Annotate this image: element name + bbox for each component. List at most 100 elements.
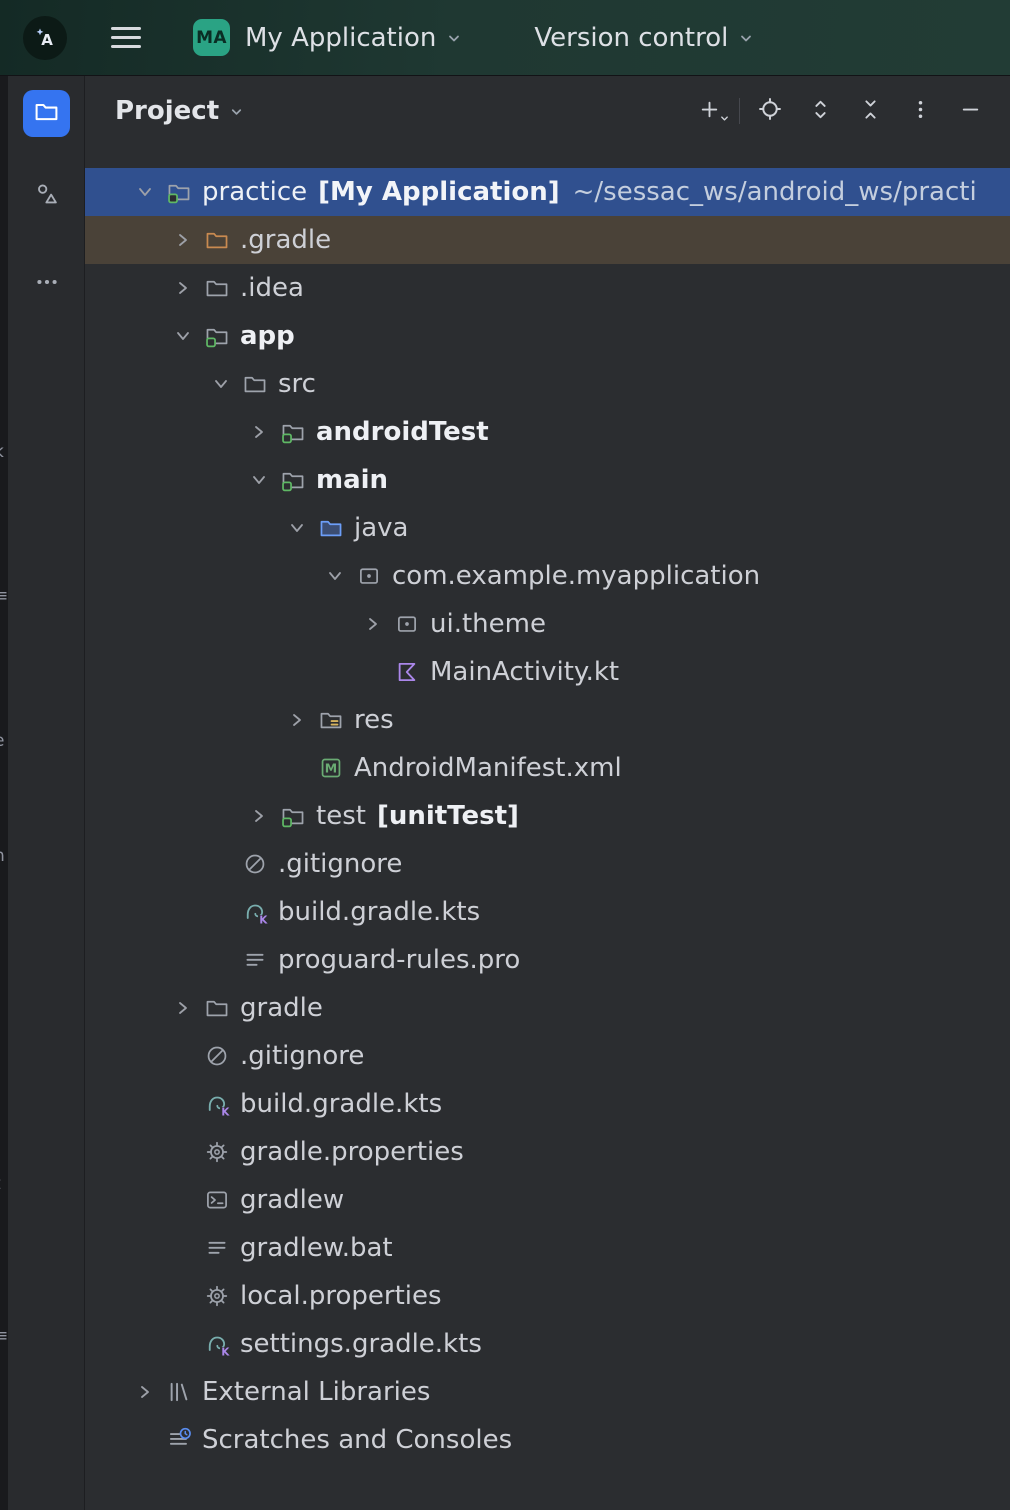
tree-row[interactable]: res: [85, 696, 1010, 744]
chevron-spacer: [204, 840, 238, 888]
chevron-right-icon[interactable]: [242, 408, 276, 456]
locate-file-button[interactable]: [750, 91, 790, 131]
tree-row[interactable]: .gitignore: [85, 840, 1010, 888]
version-control-label: Version control: [534, 22, 729, 53]
ignore-file-icon: [238, 840, 272, 888]
tree-item-label: main: [316, 465, 389, 495]
tree-row[interactable]: androidTest: [85, 408, 1010, 456]
res-folder-icon: [314, 696, 348, 744]
chevron-down-icon: [720, 108, 729, 127]
structure-tool-button[interactable]: [23, 172, 70, 219]
panel-title[interactable]: Project: [115, 96, 220, 126]
chevron-right-icon[interactable]: [166, 264, 200, 312]
tree-item-label: gradle.properties: [240, 1137, 464, 1167]
tree-item-label: MainActivity.kt: [430, 657, 620, 687]
ellipsis-icon: [34, 269, 60, 299]
chevron-right-icon[interactable]: [166, 984, 200, 1032]
chevron-down-icon[interactable]: [204, 360, 238, 408]
chevron-right-icon[interactable]: [280, 696, 314, 744]
kebab-icon: [908, 97, 933, 126]
chevron-down-icon[interactable]: [229, 104, 244, 123]
project-widget[interactable]: My Application: [230, 23, 462, 53]
chevron-down-icon[interactable]: [280, 504, 314, 552]
tree-item-label: .gitignore: [278, 849, 403, 879]
chevron-right-icon[interactable]: [242, 792, 276, 840]
project-tree: practice[My Application]~/sessac_ws/andr…: [85, 146, 1010, 1510]
chevron-right-icon[interactable]: [356, 600, 390, 648]
tree-item-label: settings.gradle.kts: [240, 1329, 482, 1359]
folder-icon: [33, 98, 60, 129]
add-button[interactable]: [689, 91, 729, 131]
tree-row[interactable]: ui.theme: [85, 600, 1010, 648]
tree-row[interactable]: MainActivity.kt: [85, 648, 1010, 696]
tree-row[interactable]: gradlew.bat: [85, 1224, 1010, 1272]
tree-item-label: test: [316, 801, 366, 831]
package-icon: [390, 600, 424, 648]
tree-row[interactable]: proguard-rules.pro: [85, 936, 1010, 984]
tree-row[interactable]: com.example.myapplication: [85, 552, 1010, 600]
more-tool-windows-button[interactable]: [23, 260, 70, 307]
folder-icon: [200, 264, 234, 312]
tree-row[interactable]: practice[My Application]~/sessac_ws/andr…: [85, 168, 1010, 216]
hide-panel-button[interactable]: [950, 91, 990, 131]
tree-item-label: build.gradle.kts: [240, 1089, 443, 1119]
chevron-down-icon[interactable]: [318, 552, 352, 600]
tree-row[interactable]: java: [85, 504, 1010, 552]
tree-row[interactable]: gradle: [85, 984, 1010, 1032]
tool-window-stripe: [8, 76, 85, 1510]
clipped-editor-edge: k≡elnt≡: [0, 76, 8, 1510]
clipped-text-fragment: n: [0, 848, 5, 865]
collapse-all-icon: [858, 97, 883, 126]
chevron-spacer: [166, 1176, 200, 1224]
tree-row[interactable]: test[unitTest]: [85, 792, 1010, 840]
tree-row[interactable]: Scratches and Consoles: [85, 1416, 1010, 1464]
tree-item-label: build.gradle.kts: [278, 897, 481, 927]
project-panel: Project: [85, 76, 1010, 1510]
chevron-spacer: [204, 888, 238, 936]
main-menu-button[interactable]: [107, 19, 145, 57]
structure-icon: [34, 181, 60, 211]
clipped-text-fragment: e: [0, 733, 4, 750]
svg-text:K: K: [259, 914, 268, 925]
tree-item-label: ui.theme: [430, 609, 546, 639]
more-options-button[interactable]: [900, 91, 940, 131]
chevron-right-icon[interactable]: [128, 1368, 162, 1416]
expand-all-button[interactable]: [800, 91, 840, 131]
clipped-text-fragment: t: [0, 1176, 1, 1193]
clipped-text-fragment: k: [0, 444, 4, 461]
chevron-right-icon[interactable]: [166, 216, 200, 264]
chevron-spacer: [166, 1272, 200, 1320]
tree-item-label: androidTest: [316, 417, 489, 447]
folder-icon: [200, 984, 234, 1032]
chevron-spacer: [166, 1320, 200, 1368]
chevron-down-icon[interactable]: [166, 312, 200, 360]
chevron-spacer: [280, 744, 314, 792]
tree-row[interactable]: External Libraries: [85, 1368, 1010, 1416]
tree-item-label: java: [354, 513, 409, 543]
vcs-widget[interactable]: Version control: [534, 23, 754, 53]
tree-row[interactable]: gradlew: [85, 1176, 1010, 1224]
tree-row[interactable]: local.properties: [85, 1272, 1010, 1320]
tree-row[interactable]: app: [85, 312, 1010, 360]
tree-row[interactable]: .gradle: [85, 216, 1010, 264]
tree-row[interactable]: .gitignore: [85, 1032, 1010, 1080]
text-file-icon: [238, 936, 272, 984]
project-tool-button[interactable]: [23, 90, 70, 137]
chevron-down-icon[interactable]: [128, 168, 162, 216]
tree-item-label: AndroidManifest.xml: [354, 753, 622, 783]
chevron-spacer: [204, 936, 238, 984]
java-folder-icon: [314, 504, 348, 552]
tree-row[interactable]: main: [85, 456, 1010, 504]
tree-row[interactable]: src: [85, 360, 1010, 408]
tree-row[interactable]: .idea: [85, 264, 1010, 312]
chevron-down-icon[interactable]: [242, 456, 276, 504]
tree-item-label: External Libraries: [202, 1377, 431, 1407]
collapse-all-button[interactable]: [850, 91, 890, 131]
chevron-down-icon: [738, 30, 754, 50]
tree-row[interactable]: gradle.properties: [85, 1128, 1010, 1176]
chevron-spacer: [128, 1416, 162, 1464]
